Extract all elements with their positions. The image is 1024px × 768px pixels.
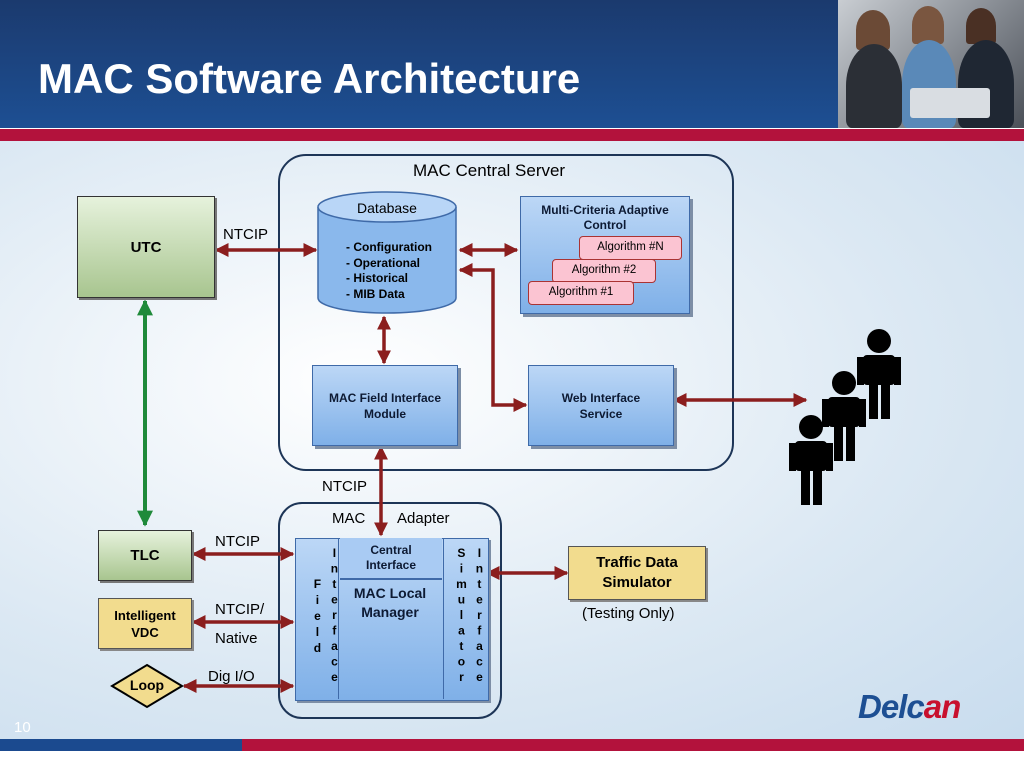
simulator-interface-col1: Simulator (453, 546, 468, 686)
ntcip-vdc-label-1: NTCIP/ (215, 601, 265, 618)
mac-local-manager-label: MAC Local Manager (353, 585, 427, 620)
page-title: MAC Software Architecture (38, 55, 581, 102)
footer-stripe-blue (0, 739, 242, 751)
arrow-database-web (458, 263, 528, 412)
field-interface-col1: Field (309, 577, 324, 657)
testing-only-label: (Testing Only) (582, 605, 675, 622)
loop-label: Loop (129, 677, 165, 693)
ntcip-vdc-label-2: Native (215, 630, 258, 647)
web-interface-service-label: Web Interface Service (561, 390, 641, 421)
logo-text-right: an (923, 688, 962, 725)
simulator-interface-text: Interface (472, 546, 487, 686)
ntcip-utc-label: NTCIP (223, 226, 268, 243)
header-photo (838, 0, 1024, 128)
database-items: - Configuration - Operational - Historic… (346, 240, 432, 302)
intelligent-vdc-label: Intelligent VDC (114, 607, 176, 640)
field-interface-module-box: MAC Field Interface Module (312, 365, 458, 446)
field-interface-module-label: MAC Field Interface Module (328, 390, 442, 421)
footer-stripe (0, 739, 1024, 751)
algorithm-1: Algorithm #1 (528, 281, 634, 305)
users-icon (789, 329, 901, 505)
tlc-label: TLC (130, 547, 160, 564)
loop-diamond (110, 663, 184, 709)
algorithm-2: Algorithm #2 (552, 259, 656, 283)
delcan-logo: Delcan (858, 688, 962, 726)
intelligent-vdc-box: Intelligent VDC (98, 598, 192, 649)
logo-text-left: Delc (858, 688, 925, 725)
tlc-box: TLC (98, 530, 192, 581)
central-interface-box: Central Interface (340, 538, 442, 580)
utc-box: UTC (77, 196, 215, 298)
traffic-data-simulator-label: Traffic Data Simulator (596, 554, 678, 591)
database-item: - MIB Data (346, 286, 405, 301)
database-title: Database (357, 200, 417, 216)
web-interface-service-box: Web Interface Service (528, 365, 674, 446)
adapter-dividers (338, 538, 444, 699)
utc-label: UTC (130, 239, 162, 256)
adapter-container (278, 502, 502, 719)
database-item: - Historical (346, 271, 409, 285)
page-number: 10 (14, 719, 31, 736)
field-interface-text-1: Field (310, 577, 325, 657)
footer-white (0, 751, 1024, 768)
field-interface-text-2: Interface (327, 546, 342, 686)
ntcip-server-adapter-label: NTCIP (322, 478, 367, 495)
header-stripe (0, 128, 1024, 141)
ntcip-tlc-label: NTCIP (215, 533, 260, 550)
database-item: - Operational (346, 255, 421, 270)
adapter-title-right: Adapter (397, 510, 450, 527)
simulator-text: Simulator (454, 546, 469, 686)
traffic-data-simulator-box: Traffic Data Simulator (568, 546, 706, 600)
field-interface-col2: Interface (326, 546, 341, 686)
database-cylinder (317, 191, 457, 314)
central-interface-label: Central Interface (365, 543, 417, 572)
adaptive-control-title: Multi-Criteria Adaptive Control (541, 203, 669, 232)
simulator-interface-col2: Interface (471, 546, 486, 686)
central-server-title: MAC Central Server (413, 161, 566, 180)
database-item: - Configuration (346, 240, 432, 254)
adapter-title-left: MAC (332, 510, 366, 527)
central-server-container (278, 154, 734, 471)
algorithm-n: Algorithm #N (579, 236, 682, 260)
dig-io-label: Dig I/O (208, 668, 255, 685)
